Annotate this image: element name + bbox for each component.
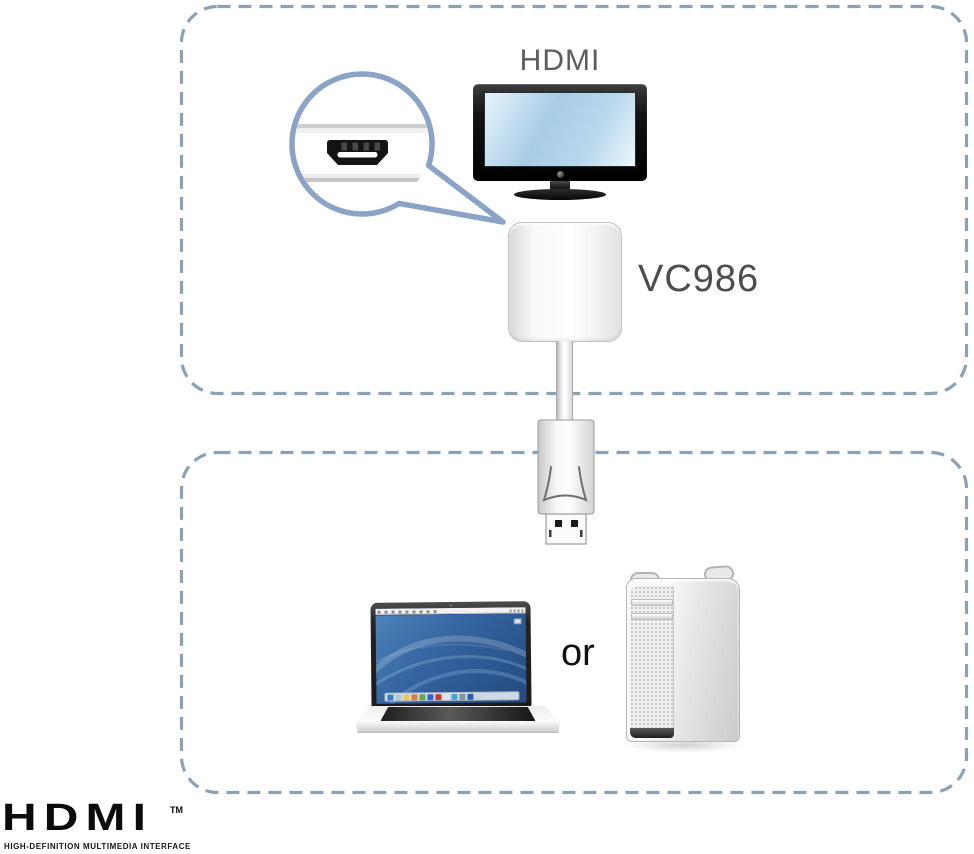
hdmi-logo-tagline: HIGH-DEFINITION MULTIMEDIA INTERFACE <box>4 842 191 851</box>
dock-icon <box>434 693 441 700</box>
dock-icon <box>402 693 409 701</box>
display-section-box <box>179 4 969 396</box>
or-label: or <box>561 632 595 674</box>
laptop-display <box>375 607 527 704</box>
desktop-swirl-art <box>375 635 527 704</box>
tower-drive-slot <box>631 613 673 620</box>
laptop-dock <box>383 691 519 702</box>
dock-icon <box>410 693 417 700</box>
laptop-desktop <box>375 614 527 704</box>
vc986-adapter-icon <box>508 222 622 342</box>
dock-icon <box>418 693 425 700</box>
model-label: VC986 <box>638 258 760 300</box>
tower-grille <box>630 586 674 736</box>
tower-drive-slot <box>631 599 673 606</box>
adapter-cable <box>556 341 573 423</box>
tower-bottom-strip <box>630 728 674 738</box>
laptop-base <box>356 706 560 733</box>
dock-icon <box>450 693 457 700</box>
tower-body <box>626 578 740 742</box>
tv-frame <box>473 84 647 181</box>
tv-logo-dot <box>557 171 564 178</box>
menu-bar-items <box>377 609 438 614</box>
connector-plug <box>545 513 587 545</box>
desktop-tower-icon <box>624 564 744 753</box>
dock-icon <box>386 694 393 701</box>
laptop-screen <box>370 601 532 708</box>
connector-hood-line <box>542 466 588 502</box>
tv-stand-neck <box>550 181 570 190</box>
hdmi-heading: HDMI <box>519 44 601 77</box>
dock-icon <box>466 693 473 700</box>
dock-icon <box>442 693 449 700</box>
laptop-camera-dot <box>449 603 453 608</box>
hdmi-port-magnifier-icon <box>289 71 506 225</box>
tv-screen <box>484 92 636 167</box>
hdmi-logo-text: HDMI <box>2 795 154 838</box>
laptop-keyboard <box>380 707 536 721</box>
desktop-disk-icon <box>513 618 522 625</box>
dock-icon <box>474 693 481 700</box>
hdmi-logo: HDMI TM HIGH-DEFINITION MULTIMEDIA INTER… <box>2 795 222 851</box>
dock-icon <box>458 693 465 700</box>
tv-stand-base <box>514 189 606 200</box>
dock-icon <box>394 694 401 701</box>
menu-bar-status <box>509 608 524 612</box>
dock-icon <box>426 693 433 700</box>
laptop-icon <box>356 600 560 738</box>
source-section-box <box>179 450 969 795</box>
displayport-connector-icon <box>537 419 595 545</box>
magnified-port-view <box>295 124 429 182</box>
trademark-symbol: TM <box>170 805 183 815</box>
